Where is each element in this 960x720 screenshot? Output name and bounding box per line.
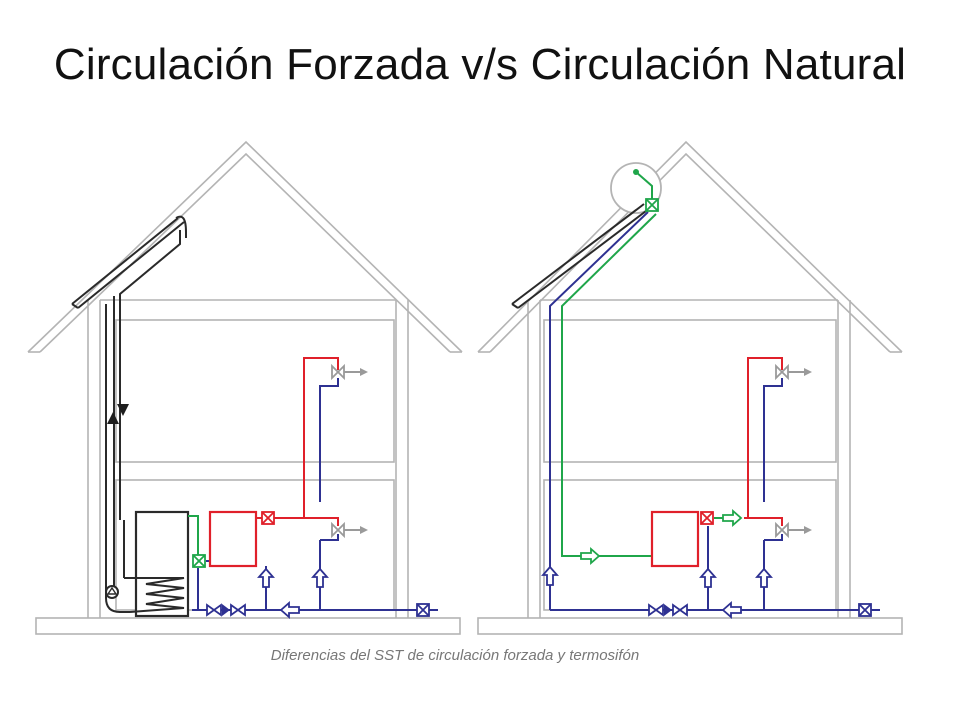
tank-valve-icon [645,198,659,212]
flow-right-arrow-icon [580,548,600,564]
circle-pump-icon [105,585,119,599]
shutoff-valve-icon [206,604,222,616]
check-valve-icon [222,604,230,616]
flow-left-arrow-icon [280,602,300,618]
solar-collector [71,215,187,309]
house-natural-circulation [477,140,903,635]
storage-tank [123,510,190,618]
heater-outlet-valve-icon [261,511,275,525]
solar-hot-pipe [188,515,199,560]
shutoff-valve-icon-2 [230,604,246,616]
slide-title: Circulación Forzada v/s Circulación Natu… [53,40,907,89]
hot-water-pipes [744,357,783,526]
house-outline [477,140,903,635]
check-valve-icon [664,604,672,616]
flow-up-arrow-icon-3 [756,568,772,588]
flow-up-arrow-icon [542,566,558,586]
cold-water-pipes [550,378,880,611]
auxiliary-heater [208,510,258,568]
flow-right-arrow-icon-2 [722,510,742,526]
hot-water-pipes [256,357,339,526]
flow-up-arrow-icon-2 [700,568,716,588]
flow-up-arrow-icon [258,568,274,588]
auxiliary-heater [650,510,700,568]
meter-valve-icon [416,603,430,617]
shutoff-valve-icon [648,604,664,616]
flow-up-icon [107,412,119,424]
house-forced-circulation [27,140,463,635]
meter-valve-icon [858,603,872,617]
heater-outlet-valve-icon [700,511,714,525]
flow-up-arrow-icon-2 [312,568,328,588]
heat-exchanger-coil [124,577,185,613]
solar-hot-pipe [561,171,657,557]
figure-caption: Diferencias del SST de circulación forza… [270,647,640,664]
tank-inlet-dot [633,169,639,175]
cold-feed-pipe [549,211,649,610]
flow-down-icon [117,404,129,416]
mixing-valve-icon [192,554,206,568]
shutoff-valve-icon-2 [672,604,688,616]
solar-collector [511,203,651,309]
flow-left-arrow-icon [722,602,742,618]
